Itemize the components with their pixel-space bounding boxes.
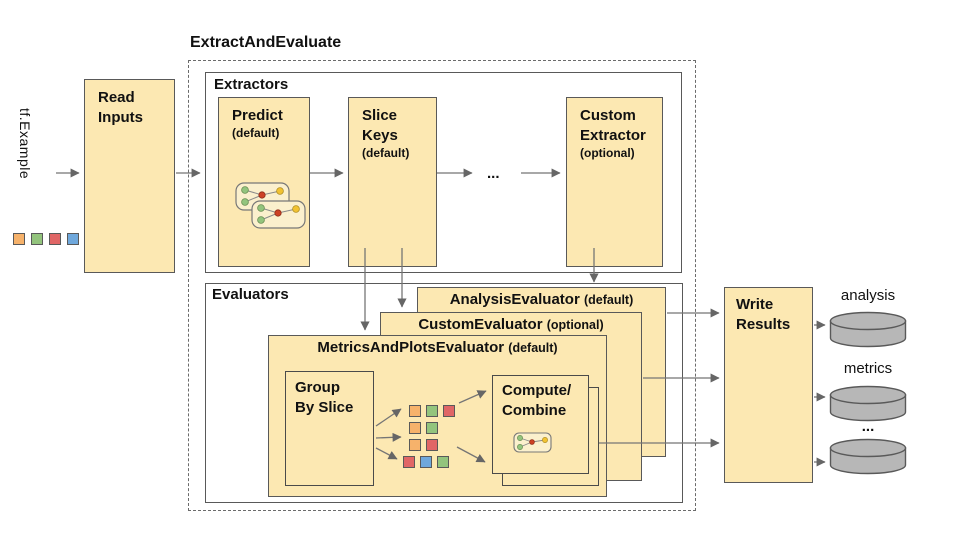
extractors-ellipsis: ... (487, 165, 500, 182)
model-graph-icon (235, 182, 306, 229)
blue-square (67, 233, 79, 245)
metrics-evaluator-subtitle: (default) (508, 341, 558, 355)
orange-square (409, 422, 421, 434)
slice-grid-row-2 (409, 422, 443, 434)
group-by-slice-box: Group By Slice (285, 371, 374, 486)
slice-keys-title: Slice Keys (362, 107, 398, 144)
red-square (443, 405, 455, 417)
slice-keys-extractor-box: Slice Keys (default) (348, 97, 437, 267)
write-results-box: Write Results (724, 287, 813, 483)
metrics-evaluator-title: MetricsAndPlotsEvaluator (default) (269, 339, 606, 356)
analysis-evaluator-subtitle: (default) (583, 293, 634, 307)
green-square (31, 233, 43, 245)
red-square (426, 439, 438, 451)
compute-combine-title: Compute/ Combine (502, 382, 572, 419)
metrics-output-label: metrics (843, 360, 893, 377)
slice-grid-row-1 (409, 405, 460, 417)
red-square (403, 456, 415, 468)
group-by-slice-title: Group By Slice (295, 379, 354, 416)
metrics-database-icon (829, 385, 907, 422)
blue-square (420, 456, 432, 468)
custom-extractor-subtitle: (optional) (580, 146, 635, 160)
green-square (426, 422, 438, 434)
write-results-title: Write Results (736, 296, 791, 333)
extractors-label: Extractors (214, 76, 289, 93)
custom-extractor-title: Custom Extractor (580, 107, 646, 144)
green-square (437, 456, 449, 468)
analysis-database-icon (829, 311, 907, 348)
input-squares (13, 233, 85, 245)
extractors-frame (205, 72, 682, 273)
tf-example-label: tf.Example (17, 108, 33, 180)
read-inputs-title: Read Inputs (98, 89, 143, 126)
custom-evaluator-name: CustomEvaluator (418, 316, 543, 333)
metrics-evaluator-name: MetricsAndPlotsEvaluator (317, 339, 505, 356)
read-inputs-box: Read Inputs (84, 79, 175, 273)
analysis-output-label: analysis (840, 287, 896, 304)
compute-combine-box: Compute/ Combine (492, 375, 589, 474)
page-title: ExtractAndEvaluate (190, 34, 342, 51)
slice-grid-row-4 (403, 456, 454, 468)
predict-title: Predict (232, 107, 283, 124)
slice-keys-subtitle: (default) (362, 146, 410, 160)
orange-square (409, 405, 421, 417)
predict-extractor-box: Predict (default) (218, 97, 310, 267)
analysis-evaluator-title: AnalysisEvaluator (default) (418, 291, 665, 308)
metrics-and-plots-evaluator-box: MetricsAndPlotsEvaluator (default) Group… (268, 335, 607, 497)
custom-extractor-box: Custom Extractor (optional) (566, 97, 663, 267)
combine-graph-icon (513, 432, 552, 453)
custom-evaluator-title: CustomEvaluator (optional) (381, 316, 641, 333)
outputs-ellipsis: ... (861, 418, 875, 435)
predict-subtitle: (default) (232, 126, 280, 140)
evaluators-frame (205, 283, 683, 503)
evaluators-label: Evaluators (212, 286, 289, 303)
orange-square (409, 439, 421, 451)
green-square (426, 405, 438, 417)
other-output-database-icon (829, 438, 907, 475)
analysis-evaluator-name: AnalysisEvaluator (449, 291, 580, 308)
custom-evaluator-subtitle: (optional) (546, 318, 604, 332)
extract-and-evaluate-container (188, 60, 696, 511)
slice-grid-row-3 (409, 439, 443, 451)
red-square (49, 233, 61, 245)
orange-square (13, 233, 25, 245)
